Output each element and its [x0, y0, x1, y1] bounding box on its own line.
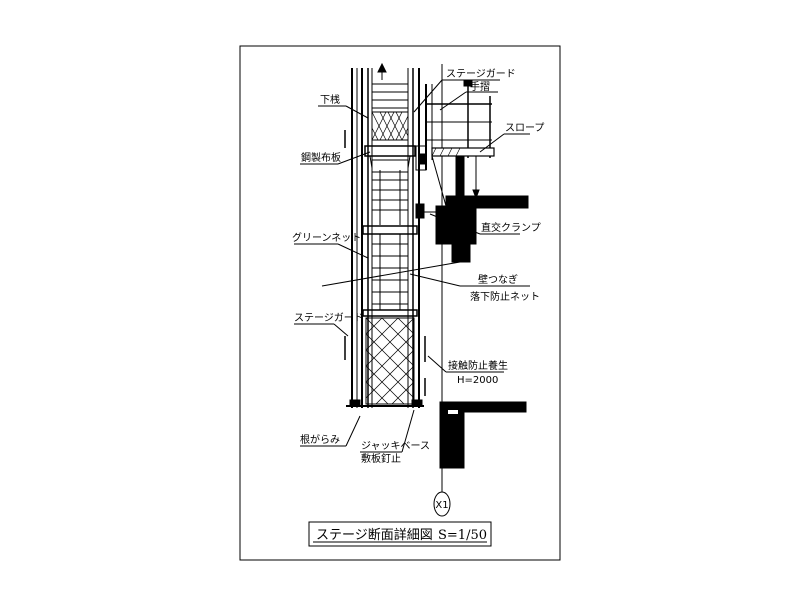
- label-base-brace: 根がらみ: [300, 433, 340, 446]
- title-block: ステージ断面詳細図 S=1/50: [308, 521, 492, 547]
- label-steel-board: 鋼製布板: [301, 151, 341, 164]
- label-slope: スロープ: [505, 122, 544, 134]
- label-lower-rail: 下桟: [320, 93, 340, 106]
- leader-lines: [294, 79, 530, 492]
- label-jack-base: ジャッキベース: [361, 440, 430, 452]
- label-fall-net: 落下防止ネット: [470, 290, 540, 303]
- scaffold-structure: [344, 62, 426, 408]
- label-handrail: 手摺: [470, 80, 490, 93]
- building-structure: [415, 64, 529, 500]
- label-stage-guard: ステージガード: [294, 312, 364, 324]
- label-stage-guard-top: ステージガード: [446, 68, 516, 80]
- label-sleeper: 敷板釘止: [361, 452, 401, 465]
- title-scale: S=1/50: [438, 528, 487, 543]
- label-green-net: グリーンネット: [292, 231, 361, 244]
- drawing-border: [239, 45, 561, 561]
- label-contact-guard: 接触防止養生: [448, 359, 508, 372]
- title-text: ステージ断面詳細図: [316, 527, 433, 543]
- label-contact-guard-height: H=2000: [457, 375, 498, 386]
- label-fixed-clamp: 直交クランプ: [481, 221, 541, 234]
- grid-marker-label: X1: [435, 500, 448, 511]
- grid-marker: X1: [433, 491, 451, 517]
- label-wall-tie: 壁つなぎ: [478, 273, 518, 286]
